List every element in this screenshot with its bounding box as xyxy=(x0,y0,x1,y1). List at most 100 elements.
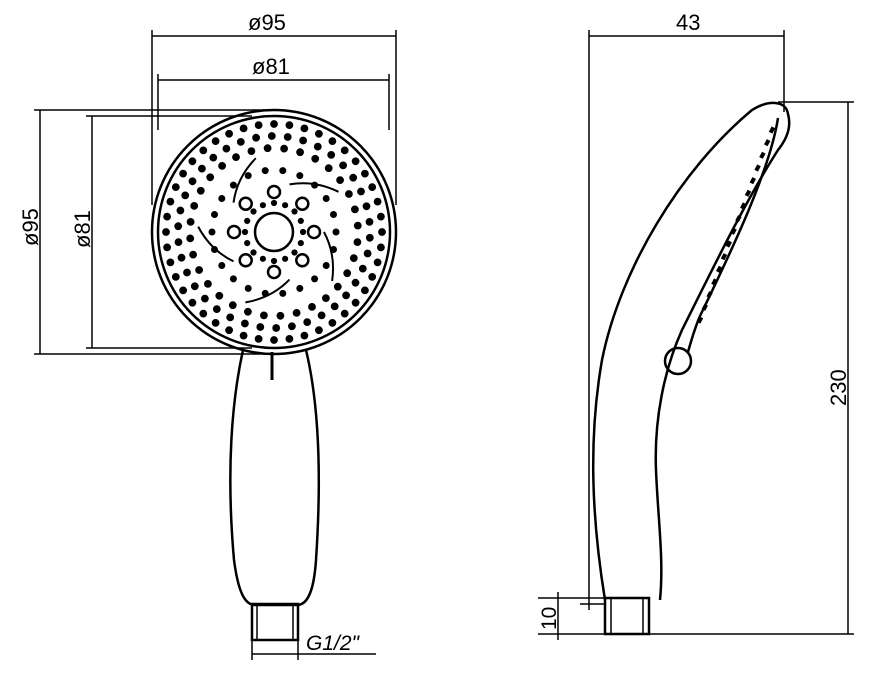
jet-nozzle xyxy=(295,253,310,268)
nozzle xyxy=(177,253,186,262)
nozzle xyxy=(328,137,337,146)
nozzle xyxy=(300,124,309,133)
nozzle xyxy=(179,169,188,178)
nozzle xyxy=(267,132,276,140)
nozzle xyxy=(291,208,298,215)
nozzle xyxy=(361,286,369,295)
nozzle xyxy=(345,190,353,198)
nozzle xyxy=(313,142,322,151)
dimension-depth: 43 xyxy=(588,10,785,610)
side-nozzle xyxy=(754,164,761,172)
nozzle xyxy=(365,218,374,226)
nozzle xyxy=(336,176,345,185)
nozzle xyxy=(190,202,199,210)
nozzle xyxy=(280,144,289,153)
nozzle xyxy=(222,144,231,153)
nozzle xyxy=(322,262,330,269)
nozzle xyxy=(377,243,385,252)
nozzle xyxy=(226,313,235,322)
nozzle xyxy=(322,195,330,202)
dim-outer-height-label: ø95 xyxy=(18,208,43,246)
nozzle xyxy=(211,211,218,218)
nozzle xyxy=(215,291,224,300)
nozzle xyxy=(373,197,382,206)
nozzle xyxy=(260,311,268,320)
side-nozzle xyxy=(735,215,742,223)
dimension-inner-width: ø81 xyxy=(157,54,390,130)
dim-connector-label: 10 xyxy=(538,607,561,630)
nozzle xyxy=(199,309,208,318)
swirl-groove xyxy=(232,157,257,203)
side-nozzle xyxy=(764,139,771,147)
nozzle xyxy=(239,124,248,133)
nozzle xyxy=(279,289,287,297)
side-nozzles xyxy=(696,126,776,324)
handle-front xyxy=(229,349,320,607)
nozzle xyxy=(272,324,281,332)
side-nozzle xyxy=(696,316,704,324)
nozzle xyxy=(270,120,278,128)
side-nozzle xyxy=(725,240,732,248)
nozzle xyxy=(311,275,319,283)
nozzle xyxy=(171,273,180,281)
swirl-groove xyxy=(323,231,335,282)
nozzle xyxy=(244,307,252,316)
nozzle xyxy=(343,269,352,278)
nozzle xyxy=(259,255,266,262)
connector-front: G1/2" xyxy=(250,602,376,660)
nozzle xyxy=(196,186,205,195)
nozzle xyxy=(308,303,316,311)
nozzle xyxy=(317,311,326,320)
nozzle xyxy=(225,129,234,138)
nozzle xyxy=(296,172,304,180)
nozzle xyxy=(358,264,367,273)
side-nozzle xyxy=(740,202,747,210)
nozzle xyxy=(208,228,216,236)
nozzle xyxy=(349,173,358,182)
side-nozzle xyxy=(711,278,718,286)
nozzle xyxy=(166,258,175,267)
nozzle xyxy=(362,202,371,211)
nozzle xyxy=(353,238,362,247)
nozzle xyxy=(330,211,337,218)
jet-nozzle xyxy=(226,224,242,240)
nozzle xyxy=(171,183,180,192)
jet-nozzle xyxy=(238,196,253,211)
nozzle xyxy=(361,169,369,178)
nozzle xyxy=(297,217,304,224)
dim-depth-label: 43 xyxy=(676,10,700,35)
nozzle xyxy=(188,298,197,307)
jet-nozzle xyxy=(295,196,310,211)
nozzle xyxy=(174,238,183,247)
nozzle xyxy=(351,298,360,307)
nozzle xyxy=(291,249,298,256)
jet-nozzle xyxy=(266,184,282,200)
nozzle xyxy=(186,234,195,243)
nozzle xyxy=(218,262,226,269)
side-nozzle xyxy=(759,151,766,159)
nozzle xyxy=(186,218,195,226)
nozzle xyxy=(241,319,249,328)
pivot-knob xyxy=(663,346,693,376)
nozzle xyxy=(368,183,377,192)
nozzle xyxy=(204,280,212,288)
nozzle xyxy=(183,268,191,277)
nozzle xyxy=(282,255,289,262)
nozzle xyxy=(296,284,304,292)
side-nozzle xyxy=(716,265,723,273)
nozzle xyxy=(330,302,339,311)
dimension-outer-height: ø95 xyxy=(18,109,270,355)
nozzle xyxy=(311,154,320,163)
nozzle xyxy=(340,309,349,318)
side-nozzle xyxy=(706,291,713,299)
nozzle xyxy=(198,164,206,173)
nozzle xyxy=(276,311,285,320)
nozzle xyxy=(299,136,308,145)
nozzle xyxy=(254,335,263,343)
nozzle xyxy=(270,336,278,344)
side-nozzle xyxy=(730,227,737,235)
nozzle xyxy=(166,197,175,206)
nozzle xyxy=(218,195,226,202)
nozzle xyxy=(218,162,227,170)
